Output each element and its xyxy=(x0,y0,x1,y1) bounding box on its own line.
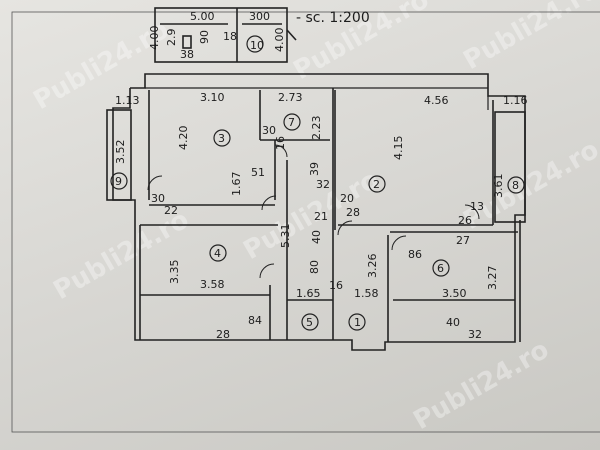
dimension-label: 3.26 xyxy=(366,254,379,279)
dimension-label: 4.00 xyxy=(148,26,161,51)
dimension-label: 2.23 xyxy=(310,116,323,141)
dimension-label: 40 xyxy=(446,316,460,329)
dimension-label: 32 xyxy=(468,328,482,341)
dimension-label: 1.13 xyxy=(115,94,140,107)
watermark-text: Publi24.ro xyxy=(239,165,385,266)
wall-lines xyxy=(106,7,526,351)
dimension-label: 80 xyxy=(308,260,321,274)
dimension-label: 30 xyxy=(151,192,165,205)
dimension-label: 4.00 xyxy=(273,28,286,53)
dimension-label: 40 xyxy=(310,230,323,244)
svg-text:10: 10 xyxy=(250,39,264,52)
dimension-label: 2.9 xyxy=(165,29,178,47)
page-border xyxy=(11,11,600,433)
dimension-label: 27 xyxy=(456,234,470,247)
dimension-label: 38 xyxy=(180,48,194,61)
dimension-label: 26 xyxy=(458,214,472,227)
dimension-label: 86 xyxy=(408,248,422,261)
svg-text:9: 9 xyxy=(115,175,122,188)
watermark-text: Publi24.ro xyxy=(459,0,600,76)
dimension-label: 1.67 xyxy=(230,172,243,197)
dimension-label: 2.73 xyxy=(278,91,303,104)
dimension-label: 3.27 xyxy=(486,266,499,291)
dimension-label: 3.61 xyxy=(492,174,505,199)
svg-text:7: 7 xyxy=(288,116,295,129)
room-marker-1: 1 xyxy=(348,313,366,331)
dimension-label: 32 xyxy=(316,178,330,191)
room-marker-7: 7 xyxy=(283,113,301,131)
dimension-label: 300 xyxy=(249,10,270,23)
dimension-label: 1.58 xyxy=(354,287,379,300)
dimension-label: 39 xyxy=(308,162,321,176)
dimension-label: 28 xyxy=(346,206,360,219)
svg-text:4: 4 xyxy=(214,247,221,260)
watermark-text: Publi24.ro xyxy=(459,135,600,236)
dimension-label: 1.65 xyxy=(296,287,321,300)
svg-text:3: 3 xyxy=(218,132,225,145)
dimension-label: 3.52 xyxy=(114,140,127,165)
dimension-label: 51 xyxy=(251,166,265,179)
dimension-label: 84 xyxy=(248,314,262,327)
dimension-label: 4.15 xyxy=(392,136,405,161)
svg-text:2: 2 xyxy=(373,178,380,191)
room-marker-6: 6 xyxy=(432,259,450,277)
scale-note: - sc. 1:200 xyxy=(296,10,370,26)
watermark-text: Publi24.ro xyxy=(49,205,195,306)
watermark-text: Publi24.ro xyxy=(409,335,555,436)
dimension-label: 3.35 xyxy=(168,260,181,285)
dimension-label: 4.20 xyxy=(177,126,190,151)
room-marker-3: 3 xyxy=(213,129,231,147)
room-marker-2: 2 xyxy=(368,175,386,193)
dimension-label: 1.16 xyxy=(503,94,528,107)
dimension-label: 5.31 xyxy=(279,224,292,249)
dimension-label: 4.56 xyxy=(424,94,449,107)
svg-text:8: 8 xyxy=(512,179,519,192)
dimension-label: 3.58 xyxy=(200,278,225,291)
dimension-label: 28 xyxy=(216,328,230,341)
room-marker-5: 5 xyxy=(301,313,319,331)
top-block-dimensions: 5.00 300 4.00 4.00 2.9 38 90 18 xyxy=(148,10,286,61)
svg-text:1: 1 xyxy=(354,316,361,329)
dimension-label: 16 xyxy=(274,136,287,150)
dimension-label: 30 xyxy=(262,124,276,137)
dimension-label: 20 xyxy=(340,192,354,205)
dimension-label: 5.00 xyxy=(190,10,215,23)
room-number-markers: 10 3 7 2 4 6 5 1 xyxy=(110,35,525,331)
dimension-label: 18 xyxy=(223,30,237,43)
dimension-label: 3.50 xyxy=(442,287,467,300)
svg-text:5: 5 xyxy=(306,316,313,329)
dimension-label: 90 xyxy=(198,30,211,44)
dimension-label: 22 xyxy=(164,204,178,217)
room-marker-9: 9 xyxy=(110,172,128,190)
dimension-label: 3.10 xyxy=(200,91,225,104)
dimension-label: 13 xyxy=(470,200,484,213)
svg-text:6: 6 xyxy=(437,262,444,275)
dimension-label: 21 xyxy=(314,210,328,223)
dimension-labels: 1.13 3.10 2.73 4.56 1.16 3.52 4.20 4.15 … xyxy=(114,91,528,341)
room-marker-4: 4 xyxy=(209,244,227,262)
dimension-label: 16 xyxy=(329,279,343,292)
room-marker-10: 10 xyxy=(246,35,264,53)
room-marker-8: 8 xyxy=(507,176,525,194)
